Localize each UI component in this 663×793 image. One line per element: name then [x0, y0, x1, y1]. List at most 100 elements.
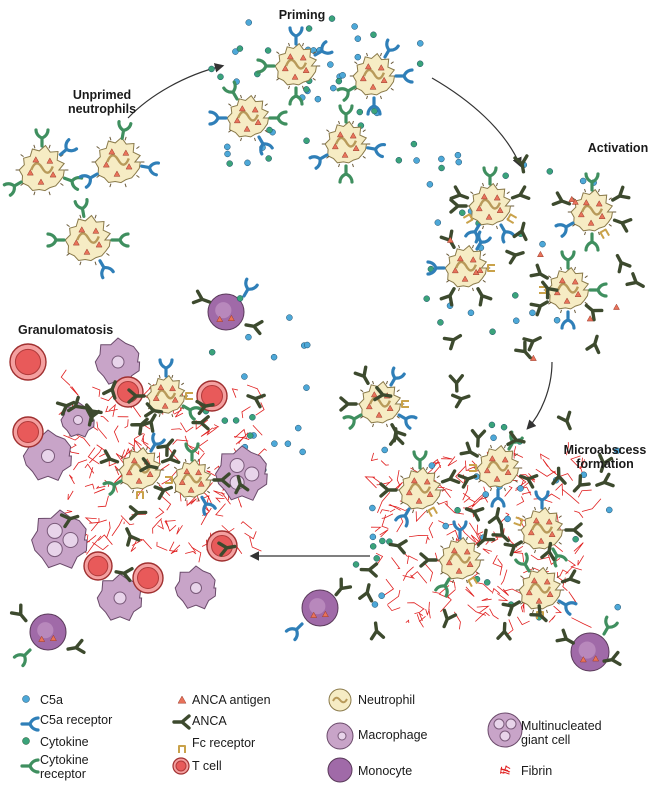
neutrophil: [127, 358, 202, 433]
neutrophil-spike: [532, 566, 535, 571]
fibrin-strand: [92, 542, 109, 551]
neutrophil-spike: [520, 575, 524, 579]
c5a-receptor: [394, 507, 411, 528]
cytokine-receptor: [336, 85, 357, 102]
fibrin-strand: [95, 485, 106, 489]
neutrophil: [46, 197, 130, 280]
neutrophil-spike: [548, 275, 552, 279]
c5a-receptor-shape: [452, 520, 468, 540]
neutrophil-spike: [482, 182, 485, 187]
cytokine-receptor: [288, 86, 304, 106]
neutrophil-spike: [351, 120, 354, 125]
fc-shape: [513, 516, 524, 527]
fibrin-strand: [410, 571, 428, 584]
anca-shape: [130, 417, 149, 436]
fibrin-strand: [581, 498, 602, 512]
fibrin-strand: [120, 449, 133, 460]
anca-shape: [598, 453, 614, 473]
fc-shape: [427, 506, 438, 518]
neutrophil: [336, 38, 414, 116]
fc-shape: [401, 400, 409, 408]
anca-antibody: [191, 415, 210, 431]
fibrin-strand: [120, 515, 135, 526]
cytokine-receptor-shape: [551, 547, 568, 568]
label-unprimed-line1: Unprimed: [72, 88, 132, 102]
cytokine-receptor: [181, 404, 202, 421]
t-cell: [83, 551, 113, 581]
c5a-receptor: [366, 142, 387, 159]
neutrophil-spike: [33, 191, 36, 196]
anca-shape: [160, 449, 181, 464]
c5a: [310, 47, 317, 54]
neutrophil-spike: [390, 61, 394, 65]
c5a-receptor-shape: [366, 142, 387, 159]
cytokine: [265, 155, 272, 162]
fibrin-strand: [87, 447, 100, 465]
neutrophil-spike: [458, 287, 461, 292]
neutrophil: [99, 432, 181, 499]
neutrophil-spike: [372, 423, 375, 428]
anca-antibody: [172, 714, 191, 730]
anca-antibody: [217, 541, 237, 557]
fibrin-strand: [566, 442, 569, 456]
anca-antibody: [518, 474, 539, 489]
label-microabscess-formation: Microabscess formation: [555, 443, 655, 471]
macrophage-nucleus: [229, 458, 245, 474]
anca-shape: [448, 374, 464, 393]
cytokine: [236, 45, 244, 52]
neutrophil-spike: [301, 85, 304, 90]
legend-fibrin-strand: [500, 771, 505, 774]
c5a: [426, 181, 434, 188]
neutrophil: [529, 250, 608, 330]
cytokine-receptor-shape: [184, 442, 200, 462]
c5a: [371, 601, 379, 608]
neutrophil-spike: [264, 129, 268, 133]
c5a: [351, 23, 358, 30]
neutrophil-spike: [532, 609, 535, 614]
neutrophil-spike: [514, 479, 518, 483]
fibrin-strand: [105, 405, 118, 413]
anca-antibody: [442, 608, 458, 629]
fibrin-strand: [187, 498, 197, 506]
fibrin-strand: [164, 520, 176, 528]
fibrin-strand: [174, 406, 184, 418]
anca-antigen: [613, 303, 620, 310]
anca-antibody: [153, 485, 174, 500]
neutrophil-spike: [608, 197, 612, 201]
c5a: [271, 440, 278, 447]
anca-shape: [139, 457, 159, 473]
anca-shape: [470, 428, 487, 448]
neutrophil-spike: [465, 579, 468, 584]
anca-antigen: [243, 125, 251, 132]
anca-shape: [451, 393, 471, 409]
monocyte: [207, 293, 245, 331]
anca-antigen: [504, 468, 512, 475]
cytokine-receptor-shape: [34, 128, 50, 148]
label-granulomatosis: Granulomatosis: [18, 323, 114, 337]
cytokine-receptor-shape: [288, 86, 304, 106]
neutrophil-nucleus: [486, 460, 510, 472]
fibrin-strand: [252, 424, 263, 436]
fibrin-strand: [176, 525, 183, 535]
neutrophil-nucleus: [530, 522, 554, 534]
anca-antigen: [195, 468, 202, 476]
legend-giant-cell-nucleus-icon: [499, 730, 511, 742]
fibrin-strand: [530, 554, 550, 561]
fibrin-strand: [559, 569, 569, 577]
anca-shape: [144, 402, 164, 418]
fc-shape: [469, 464, 477, 472]
monocyte-nucleus: [309, 598, 326, 615]
neutrophil-spike: [514, 453, 518, 457]
fibrin-strand: [161, 469, 178, 485]
neutrophil-spike: [288, 85, 291, 90]
c5a-receptor: [308, 153, 329, 170]
monocyte-nucleus: [578, 641, 596, 659]
anca-shape: [584, 303, 604, 322]
anca-antibody: [496, 621, 512, 641]
fibrin-strand: [379, 509, 390, 514]
legend-c5a-icon: [22, 695, 30, 703]
c5a-receptor-shape: [366, 96, 382, 116]
fibrin-strand: [547, 554, 561, 565]
anca-shape: [476, 287, 493, 307]
c5a: [327, 61, 334, 68]
